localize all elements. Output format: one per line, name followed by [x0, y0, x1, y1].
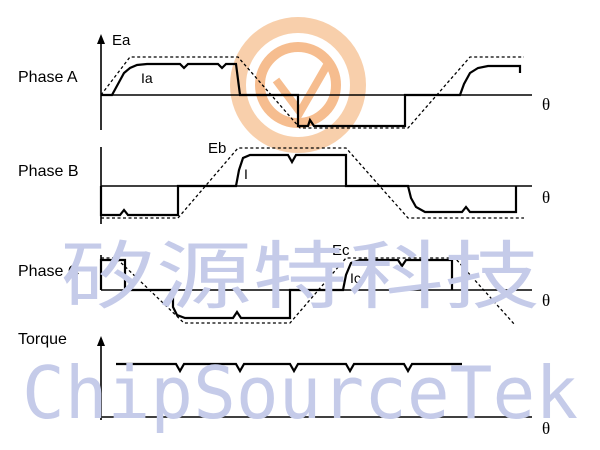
phase-a-emf-curve	[100, 56, 524, 129]
phase-b-current-curve	[99, 153, 518, 217]
phase-c-current-curve	[99, 258, 454, 320]
phase-a-plot: Phase A Ea Ia θ	[18, 32, 550, 130]
ib-label: I	[244, 166, 248, 182]
torque-plot: Torque θ	[18, 331, 550, 438]
phase-b-theta-label: θ	[542, 188, 550, 207]
torque-theta-label: θ	[542, 419, 550, 438]
phase-a-theta-label: θ	[542, 95, 550, 114]
torque-label: Torque	[18, 331, 67, 348]
phase-a-current-curve	[101, 62, 522, 128]
phase-b-emf-curve	[101, 147, 524, 219]
torque-curve	[116, 362, 462, 374]
phase-c-label: Phase C	[18, 263, 79, 280]
phase-a-label: Phase A	[18, 69, 78, 86]
watermark-chinese: 矽源特科技	[60, 234, 540, 320]
torque-y-arrow	[97, 336, 105, 346]
phase-c-theta-label: θ	[542, 291, 550, 310]
ea-label: Ea	[112, 32, 131, 49]
watermark-english: ChipSourceTek	[22, 351, 578, 435]
phase-c-emf-curve	[101, 257, 516, 326]
ec-label: Ec	[332, 242, 350, 259]
eb-label: Eb	[208, 140, 226, 157]
ic-label: Ic	[350, 270, 361, 286]
ia-label: Ia	[141, 70, 153, 86]
phase-b-plot: Phase B Eb I θ	[18, 140, 550, 224]
phase-c-plot: Phase C Ec Ic θ	[18, 242, 550, 326]
phase-b-label: Phase B	[18, 163, 78, 180]
phase-a-y-arrow	[97, 34, 105, 44]
